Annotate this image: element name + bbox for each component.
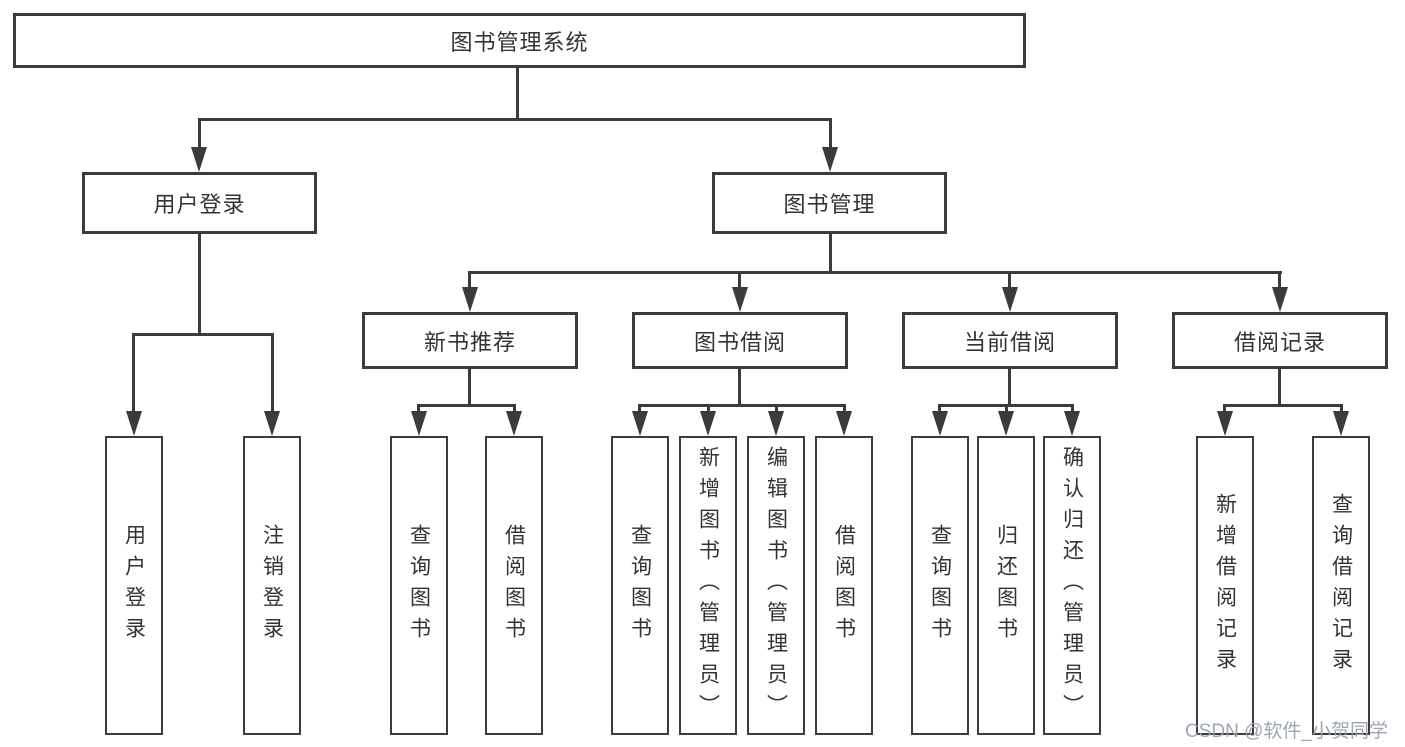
arrowhead-down-icon bbox=[932, 411, 948, 436]
connector-drop bbox=[468, 271, 471, 292]
connector-userlogin-stem bbox=[198, 232, 201, 336]
node-user-login: 用户登录 bbox=[82, 172, 317, 234]
leaf-logout: 注销登录 bbox=[243, 436, 301, 735]
arrowhead-down-icon bbox=[732, 287, 748, 312]
arrowhead-down-icon bbox=[998, 411, 1014, 436]
leaf-label: 查询图书 bbox=[628, 523, 652, 648]
leaf-label: 确认归还（管理员） bbox=[1060, 446, 1084, 725]
arrowhead-down-icon bbox=[1217, 411, 1233, 436]
node-label: 当前借阅 bbox=[963, 329, 1056, 355]
leaf-records-add-borrow-record: 新增借阅记录 bbox=[1196, 436, 1254, 735]
arrowhead-down-icon bbox=[700, 411, 716, 436]
node-label: 图书管理系统 bbox=[450, 29, 589, 55]
node-current-borrowing: 当前借阅 bbox=[902, 312, 1118, 369]
connector-bookmgmt-branch bbox=[468, 271, 1282, 274]
connector-drop bbox=[1005, 404, 1008, 416]
arrowhead-down-icon bbox=[822, 147, 838, 172]
leaf-records-query-borrow-record: 查询借阅记录 bbox=[1312, 436, 1370, 735]
connector-drop bbox=[1071, 404, 1074, 416]
connector-drop bbox=[1340, 404, 1343, 416]
leaf-label: 查询图书 bbox=[407, 523, 431, 648]
connector-current-stem bbox=[1008, 367, 1011, 407]
node-new-book-recommendation: 新书推荐 bbox=[362, 312, 578, 369]
connector-newbooks-branch bbox=[417, 404, 516, 407]
connector-drop bbox=[198, 118, 201, 154]
leaf-label: 新增图书（管理员） bbox=[696, 446, 720, 725]
connector-borrowing-branch bbox=[638, 404, 846, 407]
connector-drop bbox=[132, 333, 135, 415]
connector-drop bbox=[738, 271, 741, 292]
leaf-label: 查询图书 bbox=[928, 523, 952, 648]
arrowhead-down-icon bbox=[632, 411, 648, 436]
leaf-label: 查询借阅记录 bbox=[1329, 492, 1353, 679]
arrowhead-down-icon bbox=[462, 287, 478, 312]
leaf-borrowing-query-books: 查询图书 bbox=[611, 436, 669, 735]
watermark: CSDN @软件_小贺同学 bbox=[1185, 721, 1388, 742]
node-book-borrowing: 图书借阅 bbox=[632, 312, 848, 369]
connector-drop bbox=[417, 404, 420, 416]
connector-newbooks-stem bbox=[468, 367, 471, 407]
node-label: 图书借阅 bbox=[693, 329, 786, 355]
arrowhead-down-icon bbox=[1002, 287, 1018, 312]
connector-records-stem bbox=[1278, 367, 1281, 407]
connector-root-stem bbox=[516, 66, 519, 121]
leaf-user-login: 用户登录 bbox=[105, 436, 163, 735]
leaf-label: 借阅图书 bbox=[502, 523, 526, 648]
leaf-newbooks-borrow-books: 借阅图书 bbox=[485, 436, 543, 735]
connector-drop bbox=[1008, 271, 1011, 292]
node-label: 图书管理 bbox=[783, 192, 876, 217]
connector-borrowing-stem bbox=[738, 367, 741, 407]
leaf-label: 编辑图书（管理员） bbox=[764, 446, 788, 725]
node-label: 借阅记录 bbox=[1233, 329, 1326, 355]
arrowhead-down-icon bbox=[126, 411, 142, 436]
connector-drop bbox=[707, 404, 710, 416]
arrowhead-down-icon bbox=[264, 411, 280, 436]
leaf-label: 新增借阅记录 bbox=[1213, 492, 1237, 679]
leaf-current-return-books: 归还图书 bbox=[977, 436, 1035, 735]
connector-drop bbox=[271, 333, 274, 415]
arrowhead-down-icon bbox=[1272, 287, 1288, 312]
arrowhead-down-icon bbox=[411, 411, 427, 436]
connector-drop bbox=[638, 404, 641, 416]
node-borrowing-records: 借阅记录 bbox=[1172, 312, 1388, 369]
leaf-label: 借阅图书 bbox=[832, 523, 856, 648]
arrowhead-down-icon bbox=[1333, 411, 1349, 436]
node-book-management: 图书管理 bbox=[712, 172, 947, 234]
leaf-current-confirm-return-admin: 确认归还（管理员） bbox=[1043, 436, 1101, 735]
connector-drop bbox=[843, 404, 846, 416]
connector-drop bbox=[938, 404, 941, 416]
arrowhead-down-icon bbox=[191, 147, 207, 172]
connector-drop bbox=[513, 404, 516, 416]
leaf-borrowing-borrow-books: 借阅图书 bbox=[815, 436, 873, 735]
connector-drop bbox=[1223, 404, 1226, 416]
leaf-label: 归还图书 bbox=[994, 523, 1018, 648]
arrowhead-down-icon bbox=[1064, 411, 1080, 436]
leaf-label: 用户登录 bbox=[122, 523, 146, 648]
connector-userlogin-branch bbox=[132, 333, 274, 336]
connector-drop bbox=[829, 118, 832, 154]
arrowhead-down-icon bbox=[506, 411, 522, 436]
node-label: 新书推荐 bbox=[423, 329, 516, 355]
connector-bookmgmt-stem bbox=[829, 232, 832, 274]
leaf-label: 注销登录 bbox=[260, 523, 284, 648]
leaf-borrowing-add-books-admin: 新增图书（管理员） bbox=[679, 436, 737, 735]
arrowhead-down-icon bbox=[768, 411, 784, 436]
connector-root-branch bbox=[198, 118, 832, 121]
connector-records-branch bbox=[1223, 404, 1343, 407]
node-root: 图书管理系统 bbox=[13, 13, 1026, 68]
leaf-borrowing-edit-books-admin: 编辑图书（管理员） bbox=[747, 436, 805, 735]
leaf-newbooks-query-books: 查询图书 bbox=[390, 436, 448, 735]
leaf-current-query-books: 查询图书 bbox=[911, 436, 969, 735]
connector-drop bbox=[1278, 271, 1281, 292]
connector-drop bbox=[775, 404, 778, 416]
node-label: 用户登录 bbox=[153, 192, 246, 217]
arrowhead-down-icon bbox=[836, 411, 852, 436]
